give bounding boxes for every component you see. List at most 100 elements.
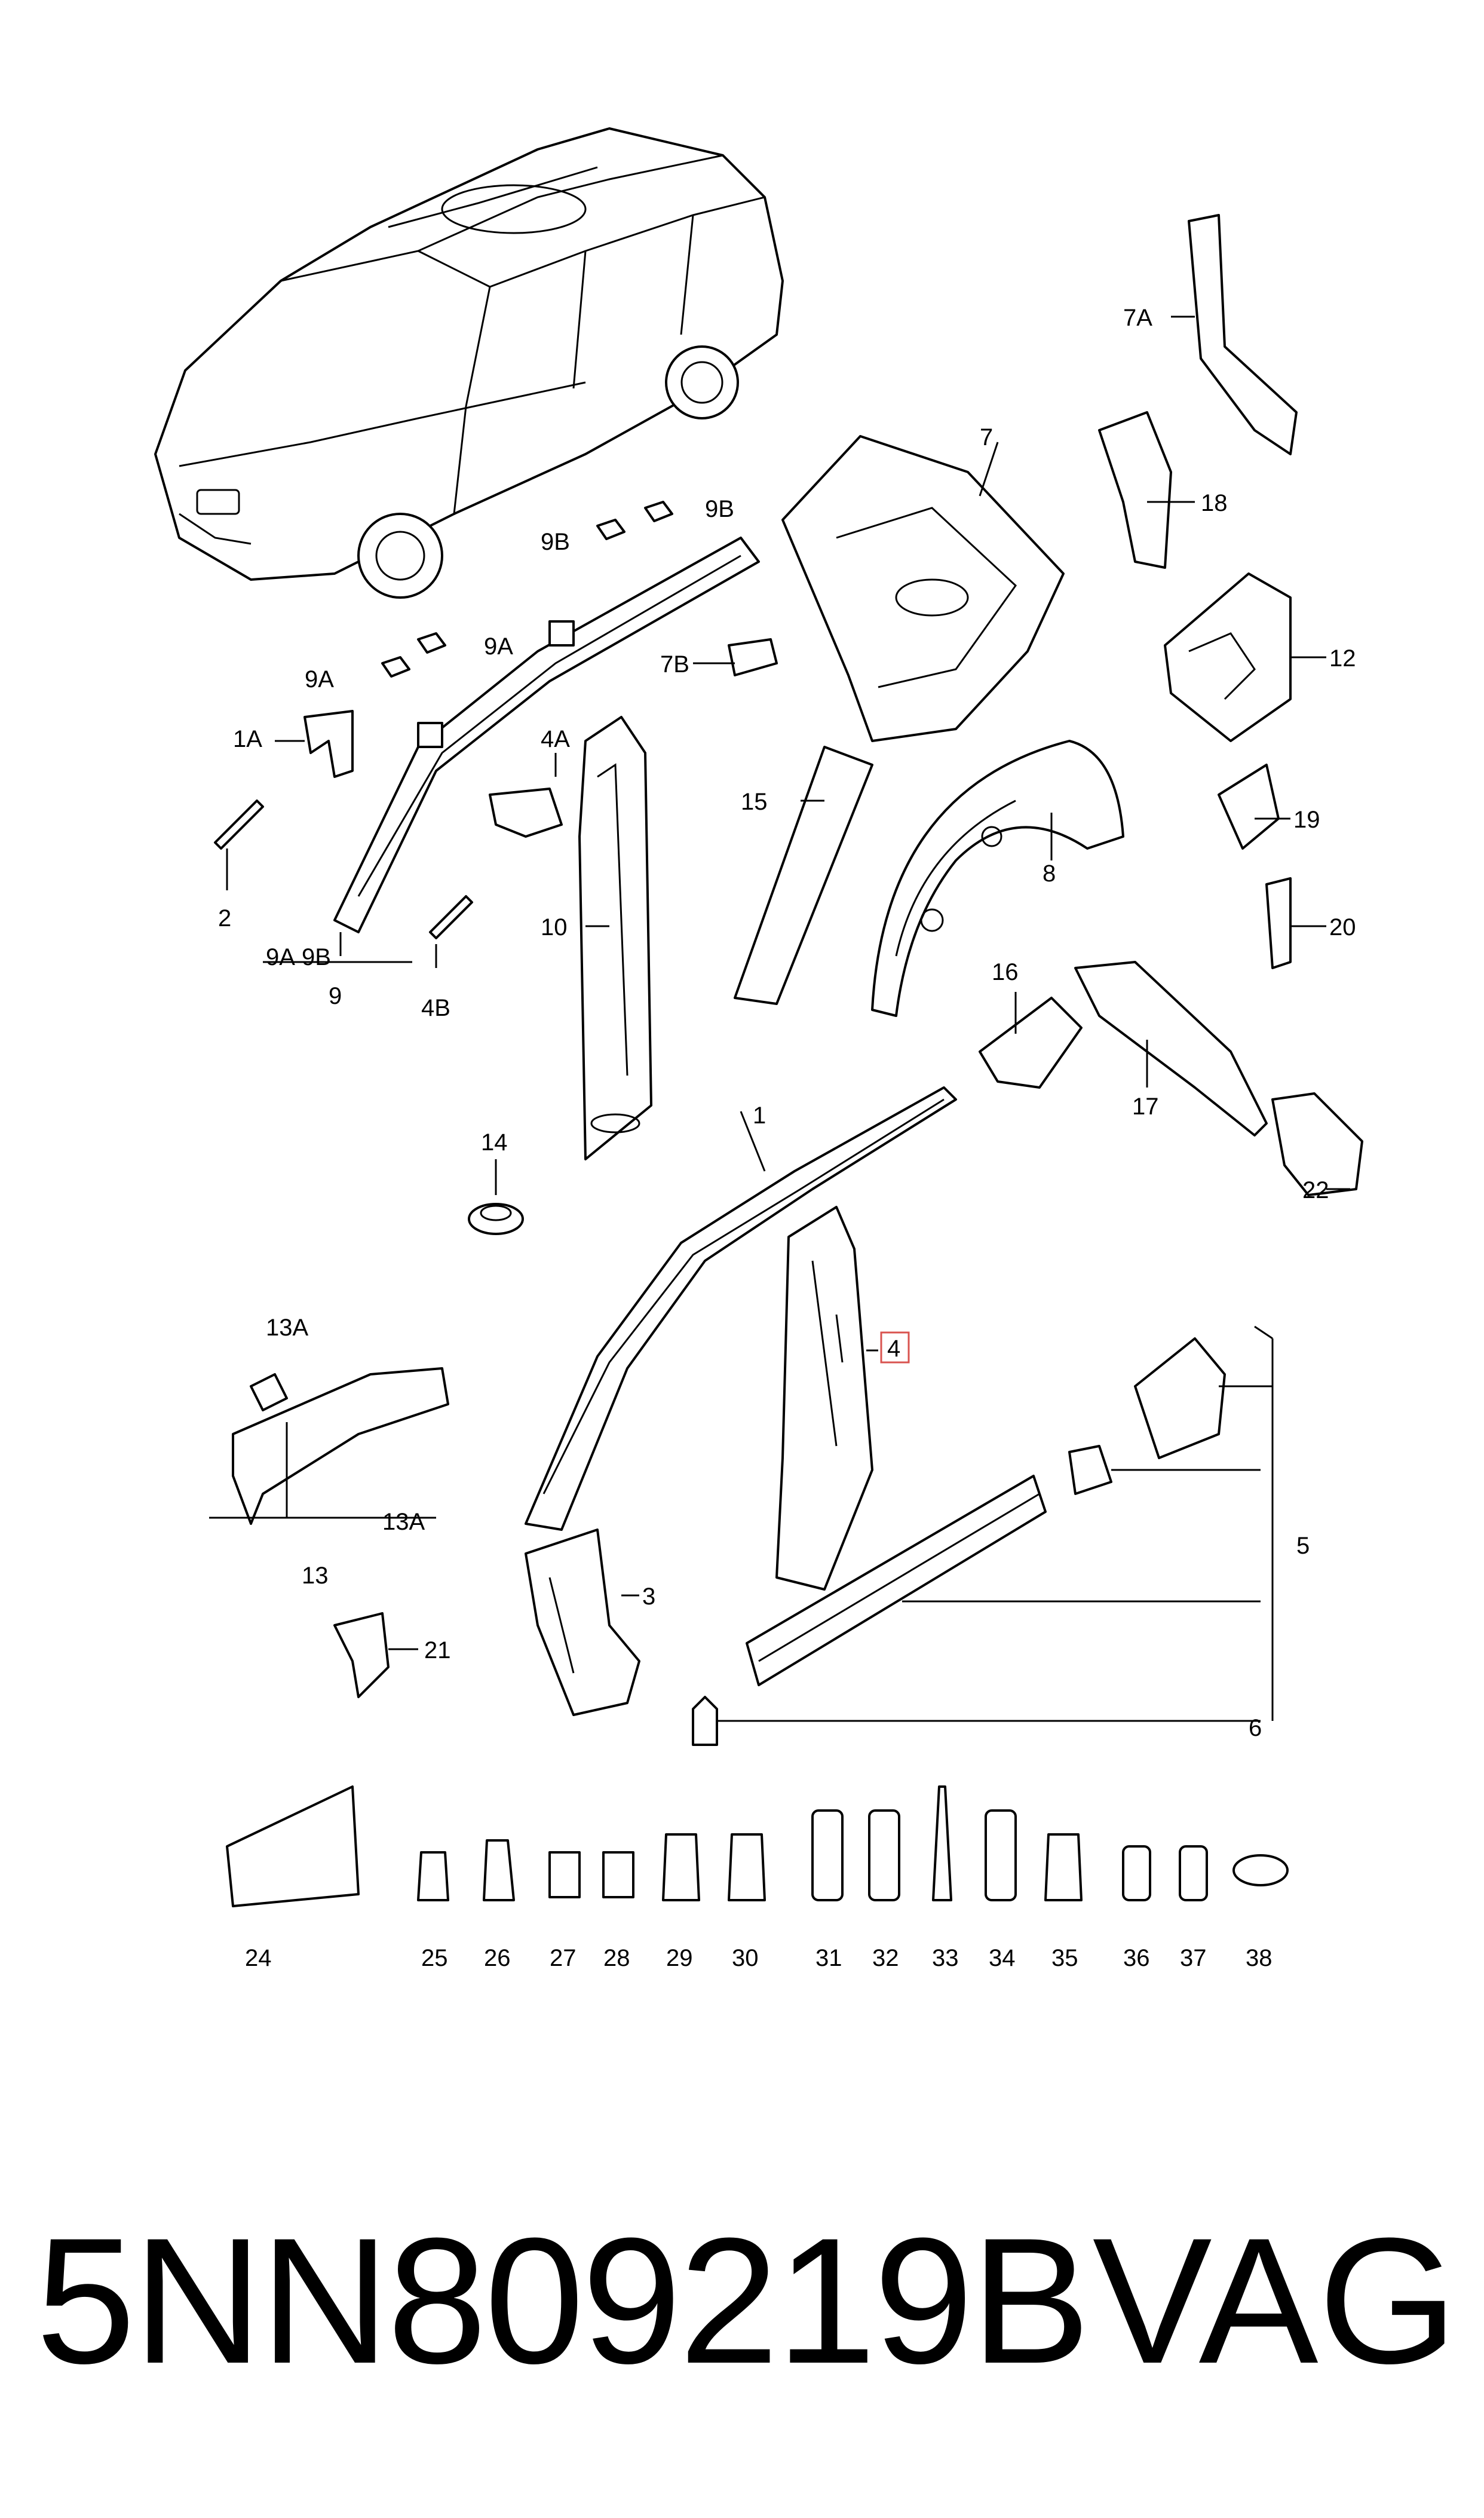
callout-7B: 7B: [660, 651, 689, 678]
callout-8: 8: [1043, 860, 1056, 887]
part-18-bracket: [1098, 411, 1172, 569]
callout-9: 9: [329, 983, 342, 1009]
callout-12: 12: [1329, 645, 1356, 672]
part-7A-bracket: [1188, 214, 1298, 455]
footer: 5NN809219B VAG: [36, 2211, 1458, 2462]
part-1-side-frame: [525, 1086, 957, 1531]
part-37-cap: [1179, 1845, 1208, 1901]
part-15-strip: [734, 746, 873, 1005]
part-24-tape: [226, 1785, 360, 1907]
callout-13: 13: [302, 1563, 329, 1589]
part-22-bracket: [1271, 1092, 1363, 1196]
hardware-row: [226, 1785, 1289, 1907]
part-33-nozzle: [932, 1785, 952, 1901]
callout-4A: 4A: [541, 726, 570, 752]
callout-31: 31: [815, 1945, 842, 1971]
part-13-sill-front: [232, 1367, 449, 1525]
part-36-cap: [1122, 1845, 1151, 1901]
callout-37: 37: [1180, 1945, 1207, 1971]
part-26-clip: [483, 1839, 515, 1901]
callout-38: 38: [1246, 1945, 1273, 1971]
part-16-bracket: [979, 997, 1083, 1089]
callout-21: 21: [424, 1637, 451, 1664]
part-27-cap: [548, 1851, 581, 1898]
part-7-inner-panel: [781, 435, 1065, 742]
part-10-b-pillar-inner: [578, 716, 652, 1160]
callout-labels: 1 1A 2 3 4 4A 4B 5 6 7 7A 7B 8 9 9A 9B 9…: [218, 305, 1356, 1971]
part-17-rail: [1074, 961, 1268, 1137]
part-31-tube: [811, 1809, 844, 1901]
part-9A-9B-clips: [381, 501, 673, 678]
part-4A-bracket: [489, 788, 563, 838]
callout-1A: 1A: [233, 726, 262, 752]
part-4-b-pillar-reinforcement: [775, 1206, 873, 1591]
callout-19: 19: [1293, 807, 1320, 833]
part-30-cartridge: [728, 1833, 766, 1901]
callout-18: 18: [1201, 490, 1228, 516]
callout-24: 24: [245, 1945, 272, 1971]
part-12-panel: [1164, 572, 1292, 742]
part-number: 5NN809219B: [36, 2200, 1090, 2401]
callout-27: 27: [550, 1945, 577, 1971]
part-29-cartridge: [662, 1833, 700, 1901]
part-4B-bolt: [429, 895, 473, 939]
callout-25: 25: [421, 1945, 448, 1971]
callout-9A-bottom: 9A: [266, 944, 295, 970]
part-35-cartridge: [1044, 1833, 1083, 1901]
callout-33: 33: [932, 1945, 959, 1971]
part-19-bracket: [1218, 764, 1280, 850]
leader-lines: [209, 315, 1350, 1722]
callout-35: 35: [1051, 1945, 1078, 1971]
callout-5: 5: [1296, 1533, 1310, 1559]
part-32-tube: [868, 1809, 900, 1901]
part-7B-trim: [728, 638, 778, 676]
part-1A-bracket: [303, 710, 354, 778]
part-14-grommet: [468, 1203, 524, 1235]
brand-label: VAG: [1092, 2200, 1458, 2401]
part-28-cap: [602, 1851, 634, 1898]
callout-14: 14: [481, 1129, 508, 1156]
part-6-clip: [692, 1696, 718, 1746]
part-13A-bracket: [250, 1373, 288, 1411]
part-2-bolt: [214, 799, 264, 850]
part-21-bracket: [333, 1612, 390, 1698]
parts-diagram: 1 1A 2 3 4 4A 4B 5 6 7 7A 7B 8 9 9A 9B 9…: [154, 127, 1363, 1971]
callout-29: 29: [666, 1945, 693, 1971]
callout-3: 3: [642, 1583, 655, 1610]
callout-22: 22: [1302, 1177, 1329, 1203]
part-38-grommet: [1232, 1854, 1289, 1886]
callout-9A-top: 9A: [484, 633, 513, 660]
callout-7: 7: [980, 424, 993, 451]
highlight-box-4: [880, 1331, 910, 1364]
callout-9A-mid: 9A: [305, 666, 334, 693]
callout-13A-top: 13A: [266, 1315, 308, 1341]
callout-17: 17: [1132, 1093, 1159, 1120]
callout-1: 1: [753, 1102, 766, 1129]
callout-32: 32: [872, 1945, 899, 1971]
callout-26: 26: [484, 1945, 511, 1971]
callout-16: 16: [992, 959, 1019, 985]
callout-34: 34: [989, 1945, 1016, 1971]
callout-9B-top: 9B: [705, 496, 734, 522]
callout-13A-bottom: 13A: [382, 1509, 425, 1535]
callout-7A: 7A: [1123, 305, 1152, 331]
callout-4B: 4B: [421, 995, 450, 1021]
part-8-wheel-arch: [871, 740, 1124, 1017]
callout-6: 6: [1249, 1715, 1262, 1741]
vehicle-illustration: [154, 127, 784, 599]
callout-9B-bottom: 9B: [302, 944, 331, 970]
part-5-sill-assembly: [746, 1337, 1226, 1686]
part-3-a-pillar-lower: [525, 1528, 640, 1716]
callout-4: 4: [887, 1335, 900, 1362]
callout-30: 30: [732, 1945, 759, 1971]
part-9-roof-rail: [333, 537, 760, 933]
callout-28: 28: [603, 1945, 630, 1971]
part-25-nut: [417, 1851, 449, 1901]
callout-9B-mid: 9B: [541, 529, 570, 555]
part-20-cap: [1265, 877, 1292, 969]
callout-20: 20: [1329, 914, 1356, 941]
callout-36: 36: [1123, 1945, 1150, 1971]
part-34-tube: [985, 1809, 1017, 1901]
callout-2: 2: [218, 905, 231, 932]
callout-15: 15: [741, 789, 768, 815]
